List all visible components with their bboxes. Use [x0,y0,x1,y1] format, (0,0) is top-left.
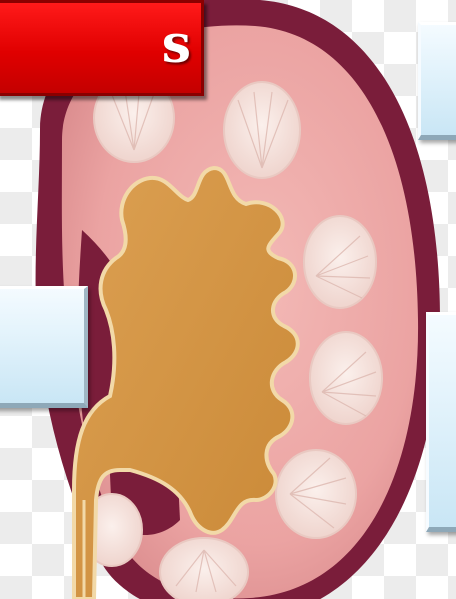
label-box-top-right [418,22,456,140]
label-box-left [0,286,88,408]
title-text: s [162,15,191,75]
title-box: s [0,0,204,96]
label-box-right [426,312,456,532]
